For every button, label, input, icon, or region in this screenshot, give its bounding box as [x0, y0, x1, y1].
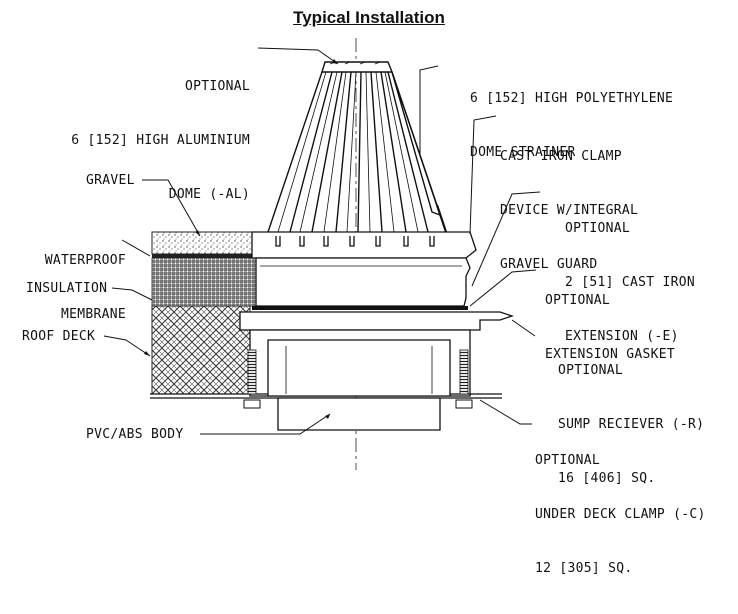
pvc-body — [267, 339, 451, 431]
label-extension: OPTIONAL 2 [51] CAST IRON EXTENSION (-E) — [565, 221, 696, 344]
leader-arrows — [144, 59, 338, 419]
label-membrane: WATERPROOF MEMBRANE — [44, 253, 126, 322]
nut-left — [243, 399, 261, 409]
insulation-layer — [151, 257, 258, 307]
label-optional-aluminium-dome: OPTIONAL 6 [152] HIGH ALUMINIUM DOME (-A… — [71, 79, 250, 202]
threaded-rod-left — [247, 349, 257, 395]
clamp-device — [251, 231, 477, 259]
label-pvc-body: PVC/ABS BODY — [86, 427, 184, 442]
label-gravel: GRAVEL — [86, 173, 135, 188]
membrane-layer — [152, 254, 252, 258]
installation-diagram: Typical Installation OPTIONAL 6 [152] HI… — [22, 8, 705, 576]
label-dome-strainer: 6 [152] HIGH POLYETHYLENE DOME STRAINER — [470, 91, 674, 160]
cast-iron-extension — [255, 257, 471, 307]
nut-right — [455, 399, 473, 409]
label-extension-gasket: OPTIONAL EXTENSION GASKET — [545, 293, 676, 362]
extension-gasket — [252, 306, 468, 310]
threaded-rod-right — [459, 349, 469, 395]
label-clamp-device: CAST IRON CLAMP DEVICE W/INTEGRAL GRAVEL… — [500, 149, 639, 272]
label-under-deck-clamp: OPTIONAL UNDER DECK CLAMP (-C) 12 [305] … — [535, 453, 706, 576]
label-sump-receiver: OPTIONAL SUMP RECIEVER (-R) 16 [406] SQ. — [558, 363, 705, 486]
label-roof-deck: ROOF DECK — [22, 329, 96, 344]
page-title: Typical Installation — [293, 8, 445, 27]
roof-deck-layer — [151, 305, 251, 395]
label-insulation: INSULATION — [26, 281, 108, 296]
dome-strainer — [267, 61, 448, 233]
leader-lines — [103, 47, 541, 435]
drain-cross-section — [103, 38, 541, 470]
